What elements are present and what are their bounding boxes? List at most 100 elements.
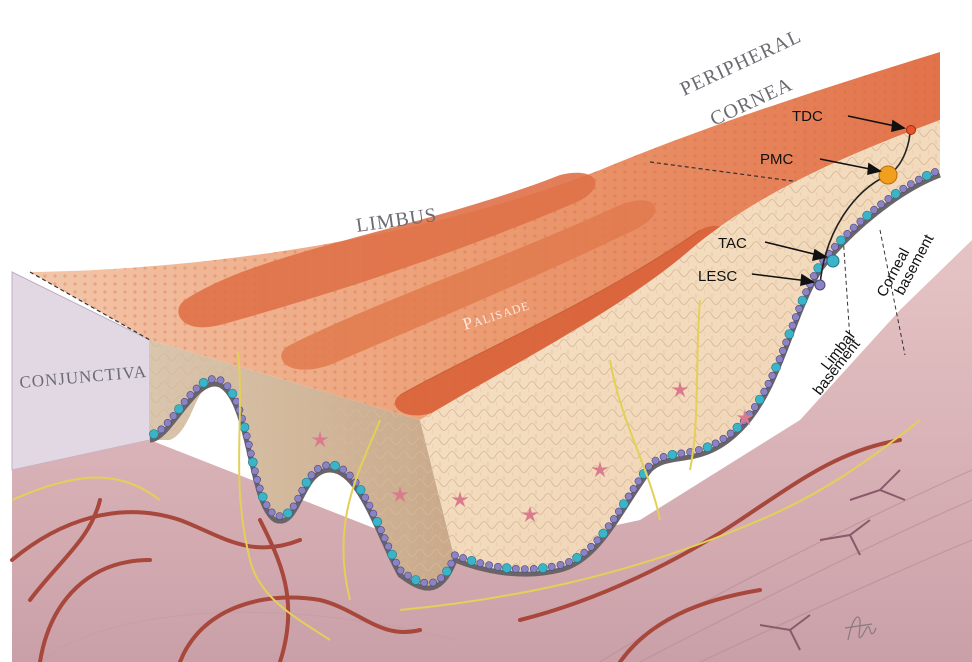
basal-cell (251, 468, 258, 475)
tdc-label: TDC (792, 108, 823, 125)
basal-cell (243, 432, 250, 439)
basal-cell (765, 380, 772, 387)
basal-cell (538, 564, 547, 573)
basal-cell (256, 485, 263, 492)
basal-cell (668, 450, 677, 459)
basal-cell (530, 565, 537, 572)
basal-cell (411, 576, 420, 585)
basal-cell (573, 553, 582, 562)
basal-cell (385, 543, 392, 550)
basal-cell (588, 543, 595, 550)
basal-cell (557, 561, 564, 568)
basal-cell (548, 563, 555, 570)
basal-cell (619, 500, 628, 509)
basal-cell (392, 559, 399, 566)
basal-cell (779, 347, 786, 354)
basal-cell (340, 466, 347, 473)
basal-cell (199, 378, 208, 387)
basal-cell (635, 478, 642, 485)
basal-cell (796, 305, 803, 312)
basal-cell (792, 314, 799, 321)
basal-cell (377, 526, 384, 533)
basal-cell (373, 517, 382, 526)
basal-cell (610, 515, 617, 522)
basal-cell (346, 472, 353, 479)
basal-cell (891, 189, 900, 198)
basal-cell (652, 457, 659, 464)
basal-cell (228, 389, 237, 398)
basal-cell (302, 478, 311, 487)
basal-cell (467, 556, 476, 565)
basal-cell (695, 446, 702, 453)
basal-cell (240, 423, 249, 432)
basal-cell (727, 430, 734, 437)
basal-cell (494, 563, 501, 570)
basal-cell (720, 435, 727, 442)
basal-cell (502, 564, 511, 573)
basal-cell (751, 403, 758, 410)
basal-cell (164, 419, 171, 426)
basal-cell (810, 272, 817, 279)
basal-cell (565, 558, 572, 565)
basal-cell (581, 549, 588, 556)
basal-cell (362, 494, 369, 501)
basal-cell (381, 535, 388, 542)
basal-cell (208, 376, 215, 383)
basal-cell (785, 330, 794, 339)
basal-cell (798, 296, 807, 305)
basal-cell (437, 575, 444, 582)
basal-cell (314, 465, 321, 472)
basal-cell (366, 502, 373, 509)
basal-cell (863, 211, 872, 220)
basal-cell (521, 566, 528, 573)
pmc-cell (879, 166, 897, 184)
basal-cell (258, 492, 267, 501)
basal-cell (789, 322, 796, 329)
tdc-cell (907, 126, 916, 135)
basal-cell (388, 550, 397, 559)
basal-cell (678, 450, 685, 457)
lesc-label: LESC (698, 268, 737, 285)
basal-cell (783, 339, 790, 346)
basal-cell (712, 440, 719, 447)
basal-cell (290, 503, 297, 510)
basal-cell (615, 508, 622, 515)
basal-cell (769, 372, 776, 379)
basal-cell (233, 398, 240, 405)
basal-cell (370, 510, 377, 517)
basal-cell (900, 185, 907, 192)
basal-cell (247, 450, 254, 457)
basal-cell (283, 509, 292, 518)
basal-cell (331, 461, 340, 470)
basal-cell (460, 554, 467, 561)
basal-cell (931, 168, 938, 175)
basal-cell (803, 289, 810, 296)
basal-cell (308, 472, 315, 479)
basal-cell (217, 377, 224, 384)
basal-cell (193, 385, 200, 392)
tac-cell (827, 255, 839, 267)
basal-cell (605, 523, 612, 530)
basal-cell (915, 176, 922, 183)
basal-cell (323, 462, 330, 469)
basal-cell (421, 579, 428, 586)
basal-cell (295, 495, 302, 502)
basal-cell (630, 485, 637, 492)
basal-cell (248, 458, 257, 467)
basal-cell (299, 487, 306, 494)
basal-cell (430, 579, 437, 586)
basal-cell (263, 502, 270, 509)
basal-cell (755, 395, 764, 404)
basal-cell (871, 206, 878, 213)
basal-cell (645, 463, 652, 470)
basal-cell (268, 509, 275, 516)
basal-cell (486, 562, 493, 569)
basal-cell (245, 441, 252, 448)
basal-cell (451, 552, 458, 559)
basal-cell (442, 567, 451, 576)
basal-cell (703, 443, 712, 452)
basal-cell (850, 224, 857, 231)
lesc-cell (815, 280, 825, 290)
basal-cell (175, 405, 184, 414)
